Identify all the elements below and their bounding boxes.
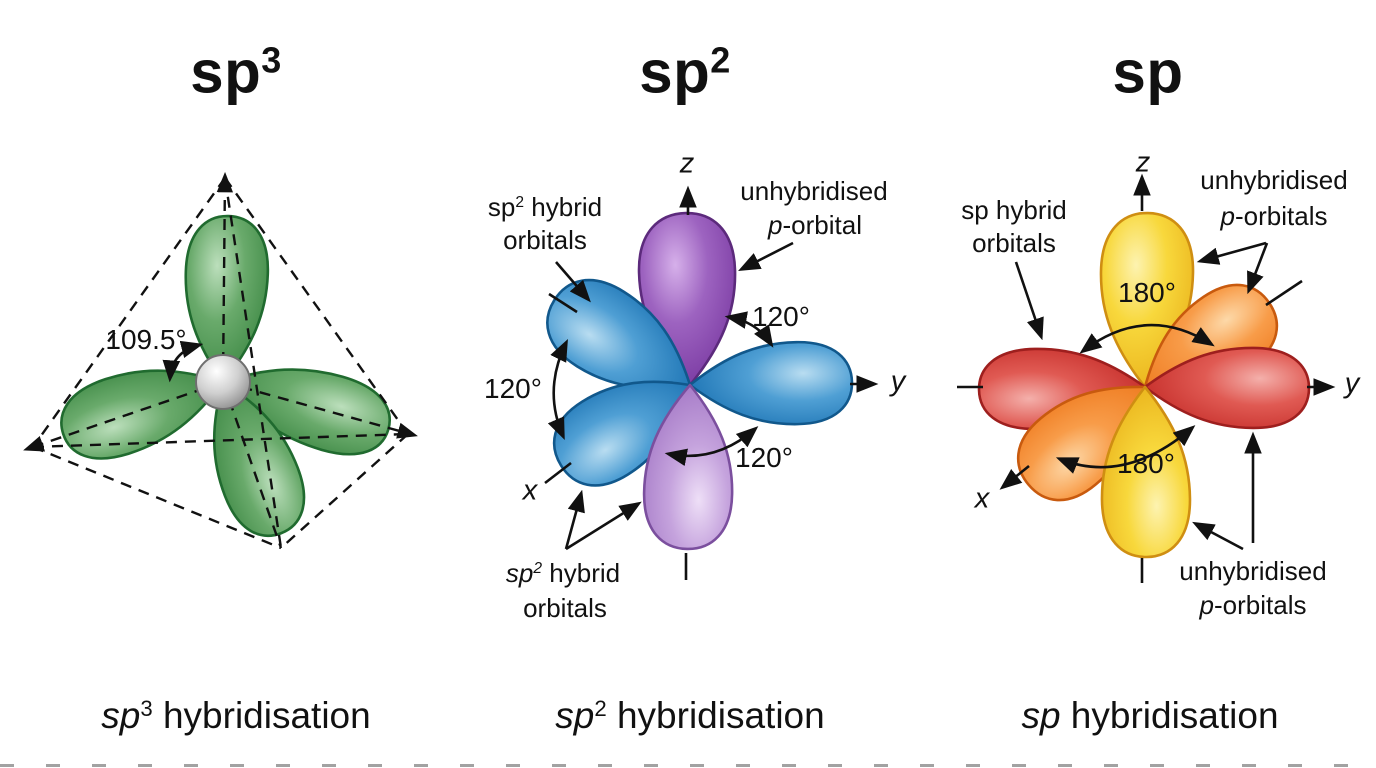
sp-unhybridised-top-arrow-2 xyxy=(1247,242,1269,295)
sp3-angle-arc xyxy=(162,340,204,383)
sp2-caption: sp2 hybridisation xyxy=(555,695,825,736)
sp2-angle-arc-left xyxy=(547,339,568,441)
sp2-hybrid-label-arrow-bottom-2 xyxy=(565,501,642,551)
sp2-hybrid-label-bottom-line2: orbitals xyxy=(523,593,607,624)
sp2-orbital-axis-stub-upper-left xyxy=(548,292,578,314)
sp-angle-arc-top xyxy=(1079,323,1215,354)
sp3-orbital-axis-left xyxy=(23,380,224,452)
sp3-orbital-lobe-right xyxy=(221,368,391,456)
sp2-hybrid-lobe-right xyxy=(688,340,854,426)
sp3-orbital-axis-front xyxy=(221,381,283,549)
sp-unhybridised-bottom-label-line2: p-orbitals xyxy=(1199,590,1307,621)
sp-title: sp xyxy=(1112,38,1184,106)
sp3-orbital-axis-right xyxy=(222,380,418,439)
sp3-orbital-lobe-up xyxy=(184,214,270,384)
sp3-title: sp3 xyxy=(190,38,282,106)
sp2-hybrid-lobe-upper-left xyxy=(546,278,692,390)
sp-unhybridised-bottom-label-line1: unhybridised xyxy=(1179,556,1327,587)
sp-hybrid-lobe-right xyxy=(1143,346,1311,430)
sp2-z-axis-label: z xyxy=(679,147,695,180)
sp2-y-axis-label: y xyxy=(890,365,906,398)
sp3-orbital-lobe-left xyxy=(60,369,225,460)
sp-z-axis-label: z xyxy=(1135,146,1151,179)
sp2-unhybridised-label-line2: p-orbital xyxy=(768,210,862,241)
sp-hybrid-label-arrow xyxy=(1014,261,1044,341)
sp2-angle-arc-top xyxy=(724,311,774,348)
sp2-unhybridised-label-arrow xyxy=(738,241,794,272)
sp-orbital-drawing xyxy=(957,173,1336,583)
sp-caption: sp hybridisation xyxy=(1021,695,1279,736)
sp2-hybrid-label-top-line2: orbitals xyxy=(503,225,587,256)
sp3-orbital-axis-up xyxy=(216,171,234,383)
sp-unhybridised-bottom-arrow-1 xyxy=(1192,521,1244,551)
sp2-x-axis-label: x xyxy=(522,474,538,507)
sp2-angle-top: 120° xyxy=(752,301,810,332)
tetrahedron-edge xyxy=(32,445,282,550)
tetrahedron-edge xyxy=(32,432,409,449)
sp-angle-bottom: 180° xyxy=(1117,448,1175,479)
sp-orbital-axis-stub-upper-right xyxy=(1265,279,1303,307)
sp2-unhybridised-label-line1: unhybridised xyxy=(740,176,888,207)
sp2-hybrid-label-arrow-bottom-1 xyxy=(564,489,585,550)
sp2-angle-bottom: 120° xyxy=(735,442,793,473)
sp-x-axis-arrow xyxy=(999,464,1030,490)
sp3-nucleus-sphere xyxy=(195,354,251,410)
sp-hybrid-label-line2: orbitals xyxy=(972,228,1056,259)
sp2-title: sp2 xyxy=(639,38,731,106)
sp2-hybrid-label-bottom-line1: sp2 hybrid xyxy=(505,558,621,589)
bottom-edge-line xyxy=(0,764,1376,767)
sp-hybrid-label-line1: sp hybrid xyxy=(961,195,1067,226)
sp-unhybridised-top-label-line1: unhybridised xyxy=(1200,165,1348,196)
sp3-angle-label: 109.5° xyxy=(105,324,187,355)
tetrahedron-edge xyxy=(223,177,283,549)
sp2-x-axis-line xyxy=(544,461,572,485)
sp2-angle-arc-bottom xyxy=(664,426,759,467)
tetrahedron-edge xyxy=(32,177,226,448)
sp3-caption: sp3 hybridisation xyxy=(101,695,371,736)
sp-x-axis-label: x xyxy=(974,482,990,515)
tetrahedron-edge xyxy=(224,177,409,435)
sp2-hybrid-label-top-line1: sp2 hybrid xyxy=(487,192,603,223)
sp2-hybrid-label-arrow-top xyxy=(555,261,591,303)
sp-unhybridised-top-arrow-1 xyxy=(1196,241,1267,265)
tetrahedron-edge xyxy=(280,433,409,549)
sp-angle-top: 180° xyxy=(1118,277,1176,308)
sp-angle-arc-bottom xyxy=(1055,425,1196,474)
sp3-orbital-drawing xyxy=(23,171,418,550)
sp-unhybridised-top-label-line2: p-orbitals xyxy=(1220,201,1328,232)
sp2-angle-left: 120° xyxy=(484,373,542,404)
sp2-orbital-drawing xyxy=(544,185,879,580)
sp-y-axis-label: y xyxy=(1344,367,1360,400)
